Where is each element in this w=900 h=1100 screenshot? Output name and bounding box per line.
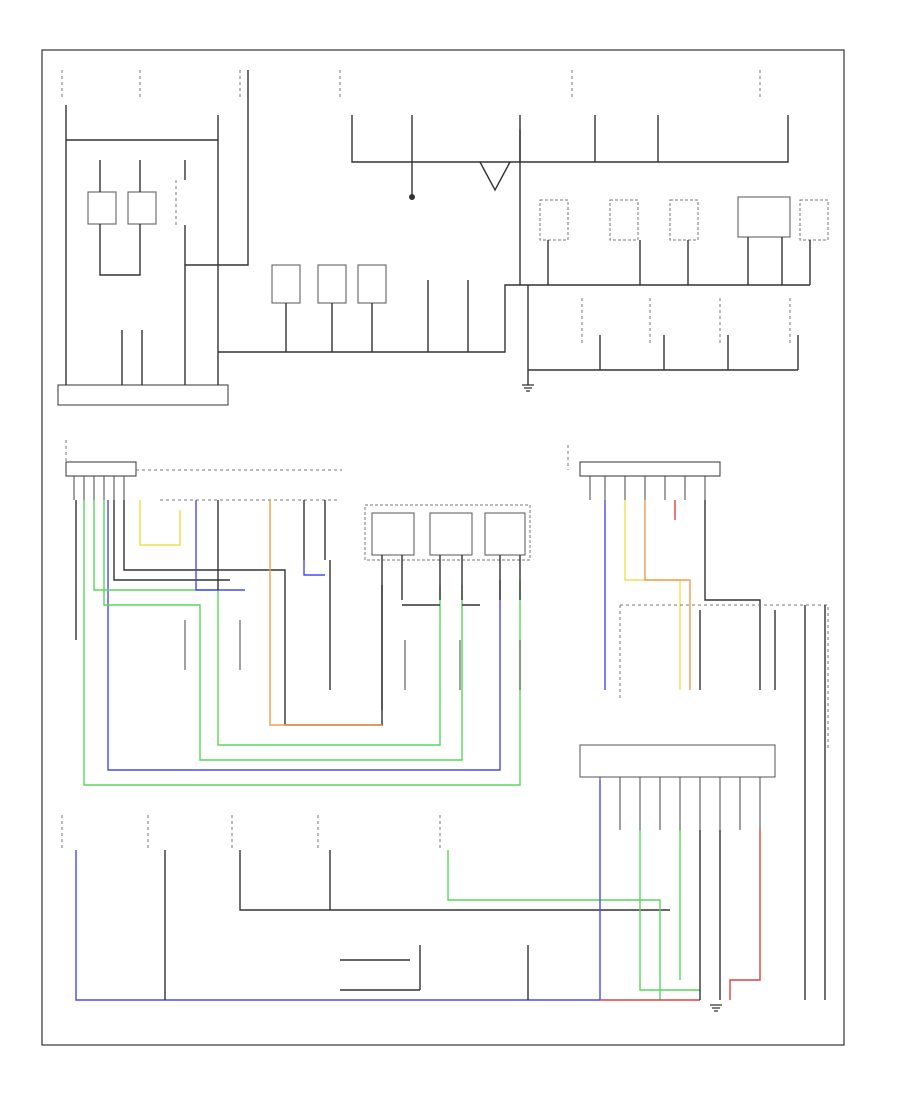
middle-left-section <box>65 440 531 786</box>
relay-box <box>127 191 157 225</box>
top-left-section <box>57 70 249 406</box>
top-center-section <box>218 70 829 392</box>
ground-icon <box>522 384 534 392</box>
connector-bar <box>57 384 229 406</box>
middle-right-section <box>567 445 829 1000</box>
splice-icon <box>409 194 415 200</box>
diagram-frame <box>41 49 845 1046</box>
connector-block <box>65 461 137 477</box>
relay-box <box>87 191 117 225</box>
ground-icon <box>710 1004 722 1012</box>
bottom-section <box>61 780 761 1012</box>
connector-block <box>579 461 721 477</box>
